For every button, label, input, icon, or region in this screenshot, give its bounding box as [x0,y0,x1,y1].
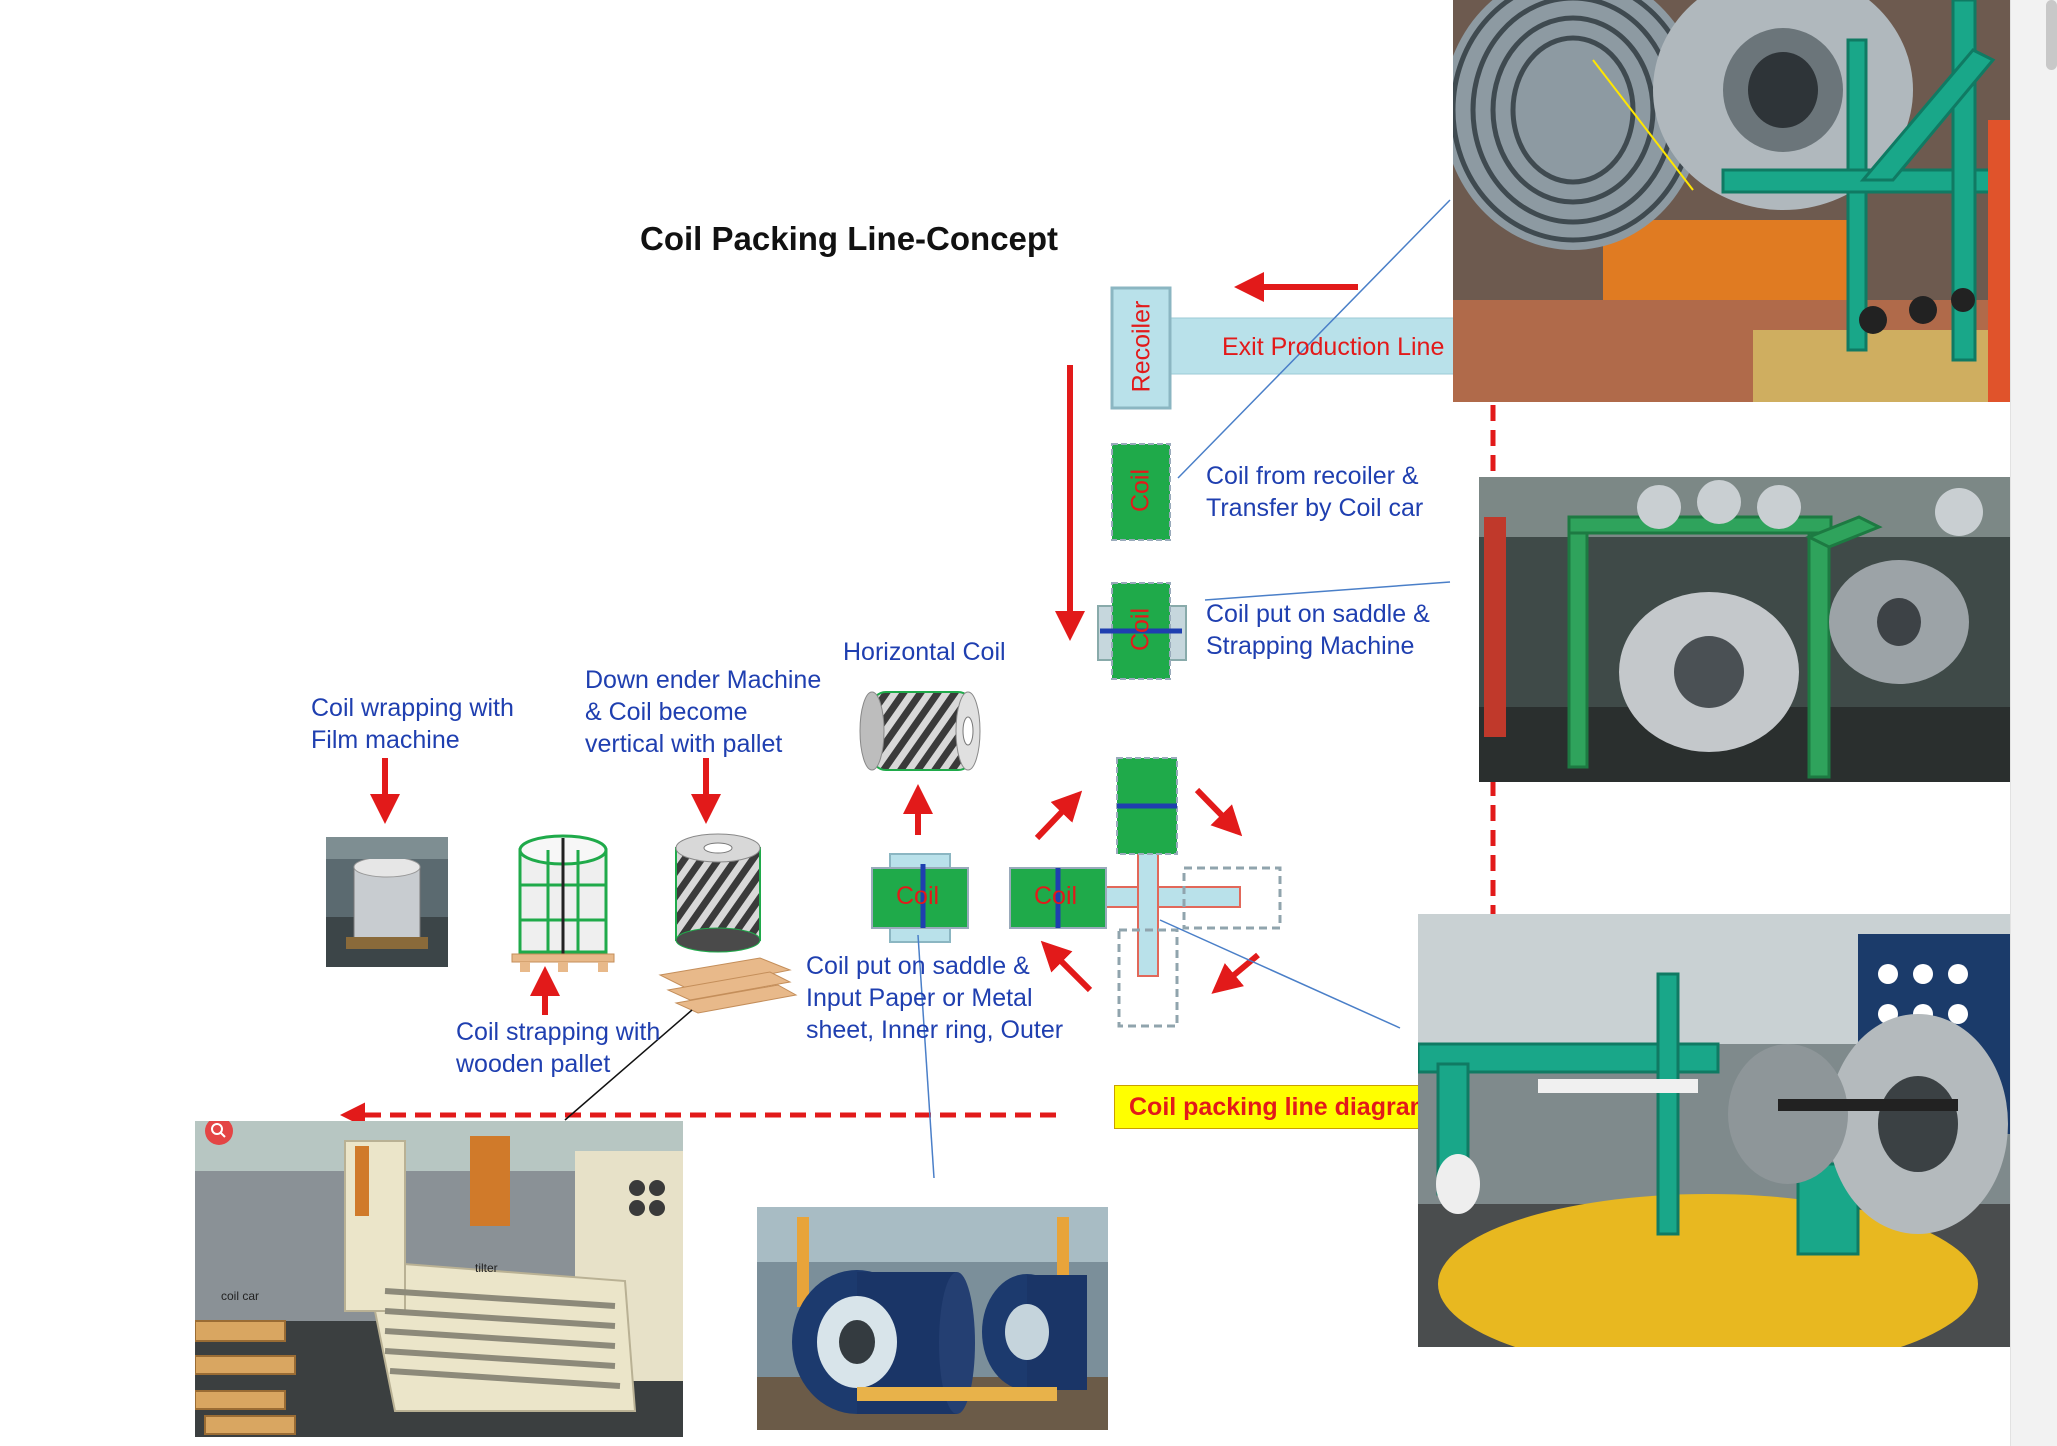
saddle-strapping-label: Coil put on saddle & Strapping Machine [1206,600,1430,660]
recoiler-label: Recoiler [1127,300,1156,393]
scrollbar-thumb[interactable] [2046,0,2057,70]
cross-horizontal [1103,886,1241,908]
photo-strapping-machine [1479,477,2010,782]
photo-recoiler-machine [1453,0,2010,402]
coil-label-h1: Coil [1034,882,1078,910]
coil-box-h2 [871,867,969,929]
vertical-coil-striped [675,833,761,953]
saddle-input-label: Coil put on saddle & Input Paper or Meta… [806,952,1064,1044]
photo-tilter-machine: tilter coil car [195,1121,683,1437]
recoiler-box [1110,286,1172,410]
horizontal-coil-graphic [859,691,981,771]
coil-label-h2: Coil [896,882,940,910]
coil-box-1 [1111,443,1171,541]
coil-car-label: coil car [221,1289,260,1303]
strapped-coil [511,834,615,972]
coil-label-1: Coil [1126,468,1155,513]
coil-wrapping-label: Coil wrapping with Film machine [311,694,514,754]
diagram-caption: Coil packing line diagram [1114,1085,1434,1129]
wooden-pallet [658,957,798,1014]
vertical-scrollbar[interactable] [2010,0,2057,1446]
cross-vertical [1137,849,1159,977]
page-title: Coil Packing Line-Concept [640,220,1059,257]
horizontal-coil-label: Horizontal Coil [843,638,1006,666]
down-ender-label: Down ender Machine & Coil become vertica… [585,666,822,758]
tilter-label: tilter [475,1261,498,1275]
photo-packed-coils [757,1207,1108,1430]
exit-line-bar [1167,317,1459,375]
photo-turntable-machine [1418,914,2010,1347]
ghost-box-bottom [1117,928,1179,1028]
coil-strapping-pallet-label: Coil strapping with wooden pallet [456,1018,661,1078]
photo-film-wrapping [326,837,448,967]
coil-from-recoiler-label: Coil from recoiler & Transfer by Coil ca… [1206,462,1424,522]
exit-production-line-label: Exit Production Line [1222,333,1445,361]
coil-label-2: Coil [1126,607,1155,652]
